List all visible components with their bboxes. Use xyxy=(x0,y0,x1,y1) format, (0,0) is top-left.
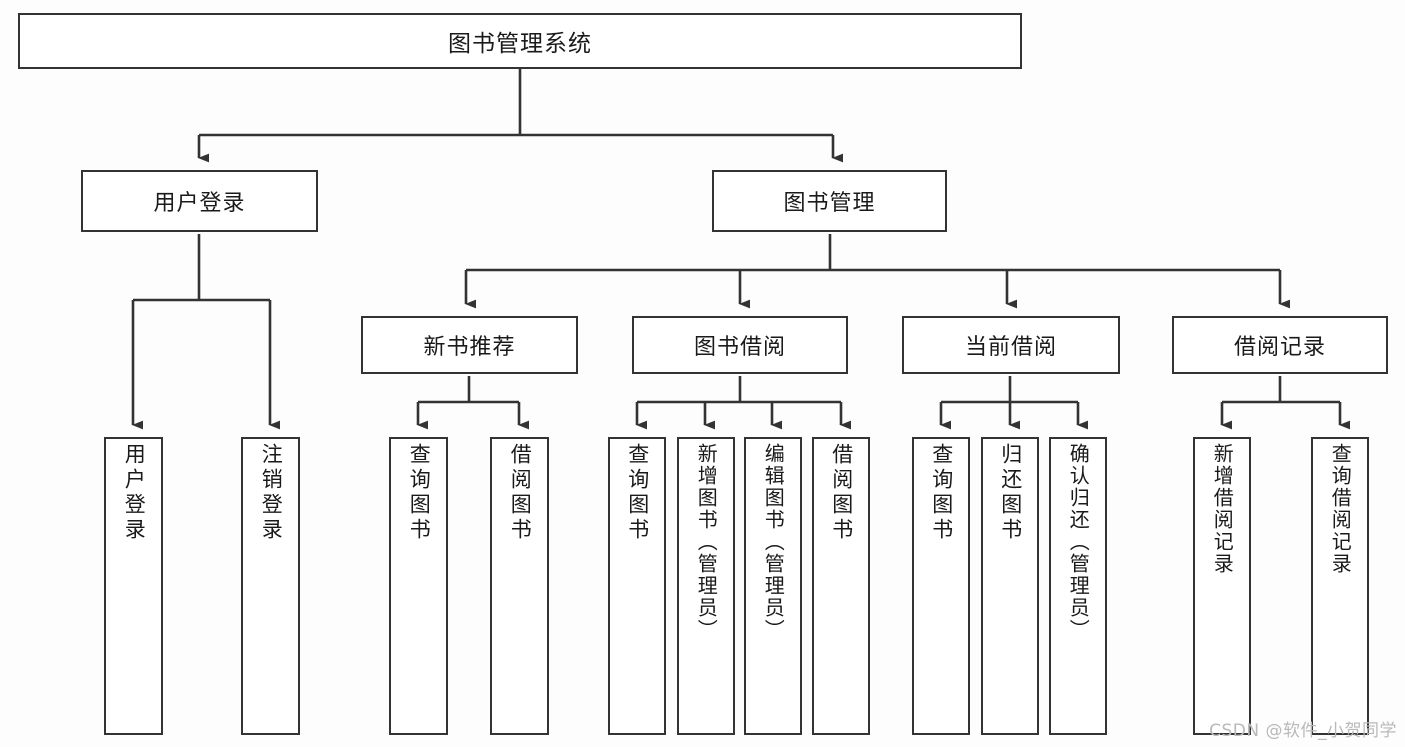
node-current-borrow[interactable]: 当前借阅 xyxy=(902,316,1120,374)
leaf-bb-add-book-label: 新增图书（管理员） xyxy=(694,443,719,641)
node-user-login-label: 用户登录 xyxy=(153,191,246,216)
leaf-cb-query-book-label: 查询图书 xyxy=(929,443,954,543)
watermark-text: CSDN @软件_小贺同学 xyxy=(1209,721,1397,741)
leaf-nb-borrow-book[interactable]: 借阅图书 xyxy=(490,437,549,735)
leaf-bb-borrow-book[interactable]: 借阅图书 xyxy=(812,437,870,735)
node-book-borrow[interactable]: 图书借阅 xyxy=(632,316,848,374)
leaf-bb-query-book[interactable]: 查询图书 xyxy=(608,437,666,735)
node-new-book-recommend[interactable]: 新书推荐 xyxy=(361,316,578,374)
leaf-br-query-record-label: 查询借阅记录 xyxy=(1328,443,1353,575)
leaf-logout[interactable]: 注销登录 xyxy=(241,437,300,735)
node-root[interactable]: 图书管理系统 xyxy=(18,13,1022,69)
node-book-borrow-label: 图书借阅 xyxy=(693,335,786,360)
leaf-cb-query-book[interactable]: 查询图书 xyxy=(912,437,970,735)
leaf-br-add-record-label: 新增借阅记录 xyxy=(1210,443,1235,575)
node-borrow-record[interactable]: 借阅记录 xyxy=(1172,316,1388,374)
leaf-bb-edit-book[interactable]: 编辑图书（管理员） xyxy=(744,437,802,735)
leaf-br-add-record[interactable]: 新增借阅记录 xyxy=(1193,437,1251,735)
leaf-logout-label: 注销登录 xyxy=(259,443,284,543)
leaf-bb-borrow-book-label: 借阅图书 xyxy=(829,443,854,543)
node-borrow-record-label: 借阅记录 xyxy=(1233,335,1326,360)
node-book-management[interactable]: 图书管理 xyxy=(712,170,947,232)
node-new-book-recommend-label: 新书推荐 xyxy=(423,335,516,360)
leaf-cb-return-book[interactable]: 归还图书 xyxy=(981,437,1039,735)
node-root-label: 图书管理系统 xyxy=(448,31,592,57)
leaf-nb-query-book[interactable]: 查询图书 xyxy=(389,437,448,735)
node-book-management-label: 图书管理 xyxy=(783,191,876,216)
leaf-nb-query-book-label: 查询图书 xyxy=(407,443,432,543)
leaf-nb-borrow-book-label: 借阅图书 xyxy=(508,443,533,543)
leaf-cb-confirm-return[interactable]: 确认归还（管理员） xyxy=(1049,437,1107,735)
leaf-cb-confirm-return-label: 确认归还（管理员） xyxy=(1066,443,1091,641)
leaf-user-login[interactable]: 用户登录 xyxy=(104,437,163,735)
node-current-borrow-label: 当前借阅 xyxy=(964,335,1057,360)
leaf-bb-add-book[interactable]: 新增图书（管理员） xyxy=(677,437,735,735)
leaf-br-query-record[interactable]: 查询借阅记录 xyxy=(1311,437,1369,735)
leaf-cb-return-book-label: 归还图书 xyxy=(998,443,1023,543)
node-user-login[interactable]: 用户登录 xyxy=(81,170,318,232)
leaf-user-login-label: 用户登录 xyxy=(122,443,147,543)
leaf-bb-query-book-label: 查询图书 xyxy=(625,443,650,543)
leaf-bb-edit-book-label: 编辑图书（管理员） xyxy=(761,443,786,641)
